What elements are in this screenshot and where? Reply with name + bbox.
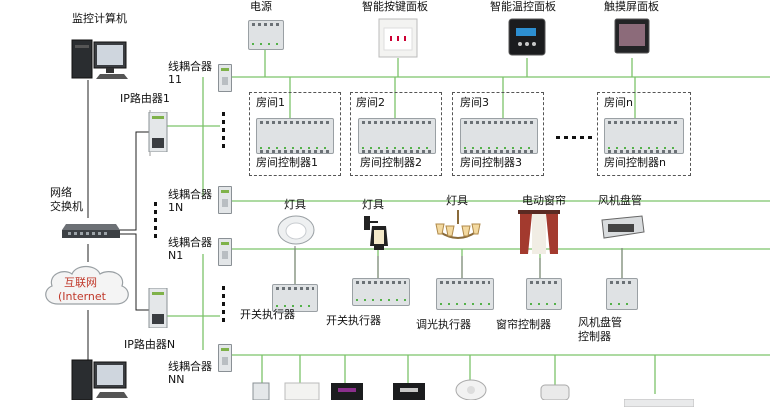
fan-coil-unit-icon (598, 214, 646, 240)
coupler-1n-label: 线耦合器 1N (168, 188, 212, 214)
fan-coil-label: 风机盘管 (598, 194, 642, 207)
fan-coil-controller-label: 风机盘管 控制器 (578, 316, 622, 343)
ellipsis-vertical-icon (222, 112, 226, 152)
switch-actuator-1-label: 开关执行器 (240, 308, 295, 321)
room-n-box (597, 92, 691, 176)
ip-router-1-device-icon (148, 111, 168, 153)
wall-lantern-icon (360, 212, 396, 258)
line-coupler-n1-icon (218, 238, 232, 266)
ip-router-1-label: IP路由器1 (120, 92, 170, 105)
lan-switch-to-routerN (118, 233, 150, 311)
curtain-controller-label: 窗帘控制器 (496, 318, 551, 331)
room-controller-3-icon (460, 118, 538, 154)
ellipsis-vertical-icon (154, 202, 158, 242)
motorized-curtain-label: 电动窗帘 (522, 194, 566, 207)
fan-coil-controller-icon (606, 278, 638, 310)
room-2-box (350, 92, 442, 176)
room-controller-1-label: 房间控制器1 (256, 156, 318, 169)
room-3-title: 房间3 (460, 96, 489, 109)
network-switch-label: 网络 交换机 (50, 186, 83, 213)
thermostat-panel-icon (508, 18, 546, 56)
room-1-box (249, 92, 341, 176)
button-panel-icon (284, 382, 320, 401)
sensor-icon (454, 376, 488, 401)
sensor-icon (540, 384, 570, 401)
line-coupler-nn-icon (218, 344, 232, 372)
panel-icon (623, 392, 695, 408)
lamp-3-label: 灯具 (446, 194, 468, 207)
coupler-nn-label: 线耦合器 NN (168, 360, 212, 386)
ip-router-n-device-icon (148, 287, 168, 329)
room-controller-2-icon (358, 118, 436, 154)
ellipsis-horizontal-icon (556, 136, 596, 140)
ellipsis-vertical-icon (222, 286, 226, 326)
line-coupler-1n-icon (218, 186, 232, 214)
dimming-actuator-icon (436, 278, 494, 310)
monitor-computer-icon (70, 36, 130, 81)
coupler-11-label: 线耦合器 11 (168, 60, 212, 86)
lamp-1-label: 灯具 (284, 198, 306, 211)
room-3-box (452, 92, 544, 176)
smart-thermostat-panel-label: 智能温控面板 (490, 0, 556, 13)
room-n-title: 房间n (604, 96, 633, 109)
chandelier-icon (434, 210, 482, 250)
line-coupler-11-icon (218, 64, 232, 92)
ip-router-n-label: IP路由器N (124, 338, 176, 351)
computer-icon (70, 358, 130, 401)
smart-button-panel-label: 智能按键面板 (362, 0, 428, 13)
button-panel-icon (378, 18, 418, 58)
switch-actuator-2-icon (352, 278, 410, 306)
room-controller-n-label: 房间控制器n (604, 156, 666, 169)
lamp-2-label: 灯具 (362, 198, 384, 211)
switch-actuator-2-label: 开关执行器 (326, 314, 381, 327)
room-controller-3-label: 房间控制器3 (460, 156, 522, 169)
room-controller-1-icon (256, 118, 334, 154)
monitor-computer-label: 监控计算机 (72, 12, 127, 25)
power-supply-icon (248, 20, 284, 50)
thermostat-panel-icon (330, 382, 364, 400)
power-supply-label: 电源 (250, 0, 272, 13)
touch-screen-panel-label: 触摸屏面板 (604, 0, 659, 13)
coupler-bottom-icon (252, 382, 270, 401)
internet-cloud-icon (38, 260, 134, 312)
coupler-n1-label: 线耦合器 N1 (168, 236, 212, 262)
switch-actuator-1-icon (272, 284, 318, 312)
downlight-icon (274, 214, 318, 248)
curtain-icon (518, 210, 560, 254)
room-controller-n-icon (604, 118, 684, 154)
internet-label-cn: 互联网 (64, 276, 97, 289)
room-1-title: 房间1 (256, 96, 285, 109)
curtain-controller-icon (526, 278, 562, 310)
room-controller-2-label: 房间控制器2 (360, 156, 422, 169)
network-switch-icon (62, 222, 120, 240)
lan-switch-to-router1 (118, 131, 150, 231)
dimming-actuator-label: 调光执行器 (416, 318, 471, 331)
internet-label-en: (Internet (58, 290, 106, 303)
room-2-title: 房间2 (356, 96, 385, 109)
touch-screen-icon (614, 18, 650, 54)
thermostat-panel-icon (392, 382, 426, 400)
